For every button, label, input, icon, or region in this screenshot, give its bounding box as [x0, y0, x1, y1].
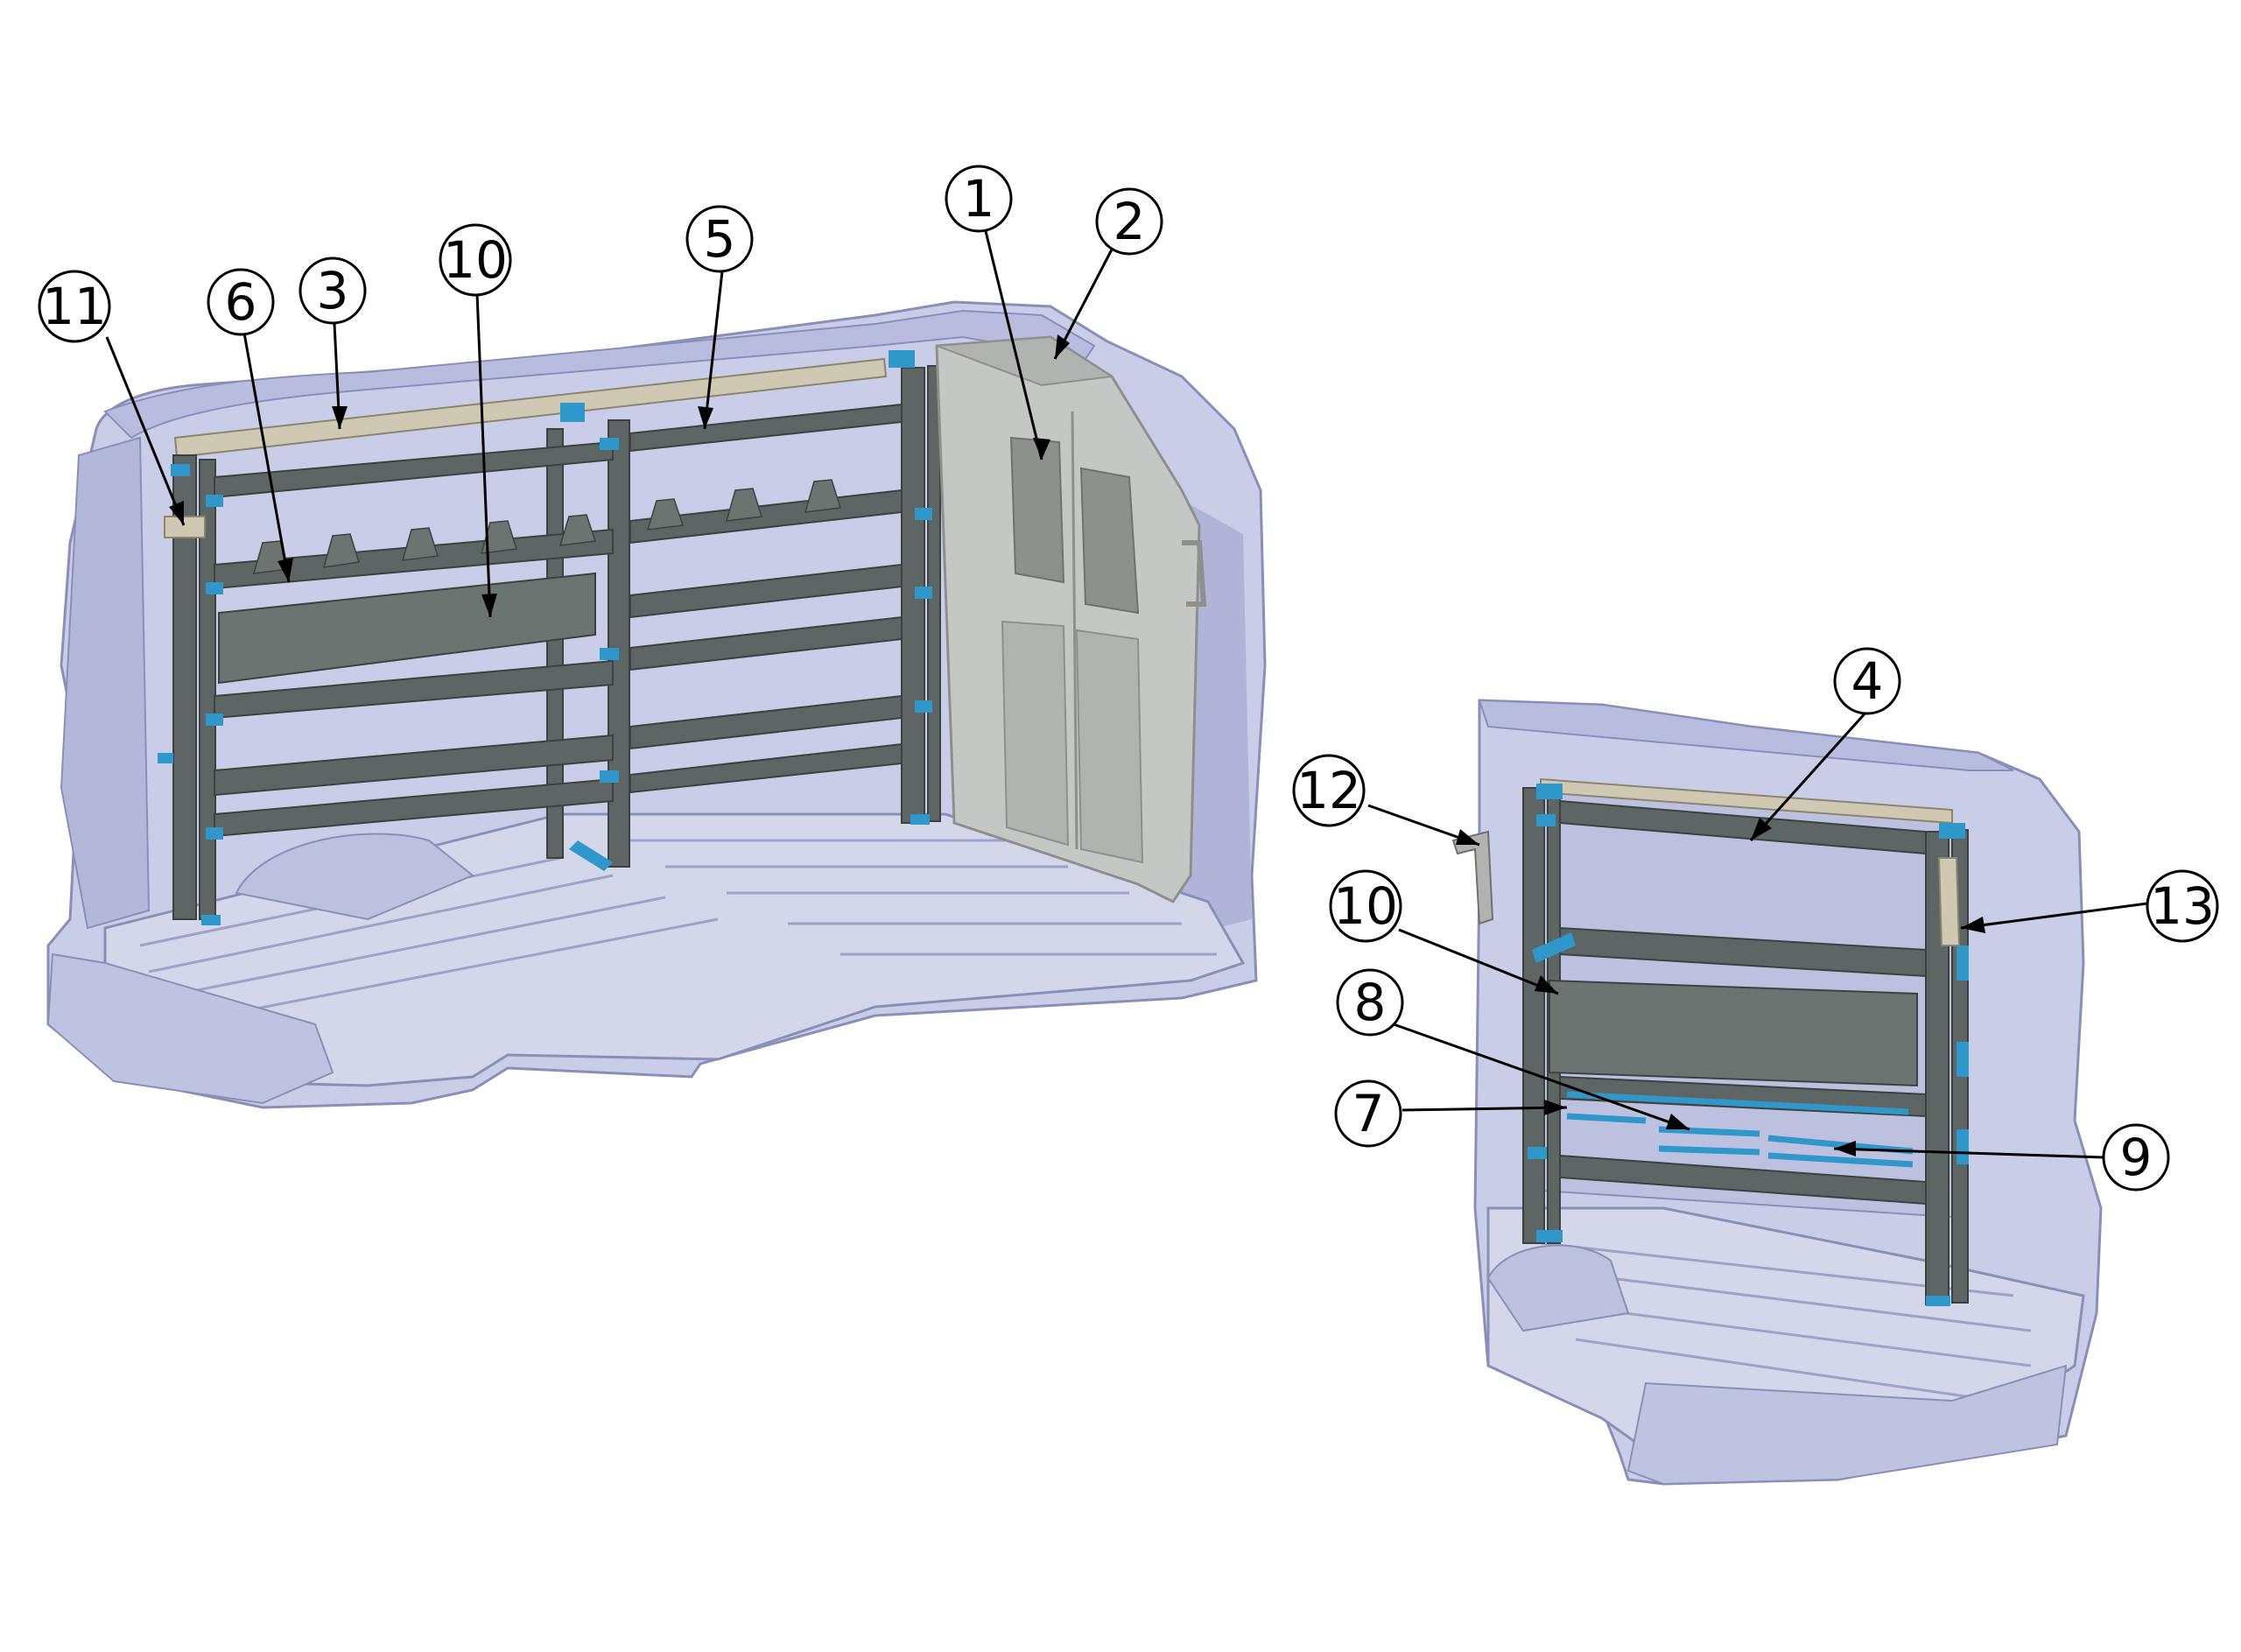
leader-6	[242, 327, 291, 583]
leader-10b	[1398, 928, 1559, 995]
leader-9	[1833, 1147, 2104, 1159]
callout-6-circle	[207, 268, 275, 336]
rear-bumper-left	[46, 953, 334, 1105]
bin-door-panel-left	[218, 572, 596, 685]
leader-7	[1402, 1106, 1568, 1112]
leader-5	[703, 271, 724, 430]
callout-10a-label: 10	[443, 230, 508, 290]
van-roof-right	[1478, 699, 2014, 771]
shelves-right-view	[1559, 799, 1927, 1206]
partition-seam	[1071, 411, 1078, 850]
callout-10b-circle	[1329, 869, 1402, 943]
partition-handle	[1182, 540, 1207, 607]
blue-brackets-right	[1528, 784, 1969, 1306]
partition-lower-panels	[1001, 620, 1144, 864]
callout-7-label: 7	[1352, 1084, 1385, 1143]
side-upright-part	[1937, 857, 1961, 946]
callout-1-circle	[945, 165, 1013, 233]
callout-5-label: 5	[704, 209, 736, 269]
bin-dividers-left	[252, 479, 841, 574]
wheel-well-left	[235, 833, 474, 921]
callout-12-label: 12	[1296, 761, 1361, 820]
leader-1	[983, 227, 1043, 460]
callout-8-label: 8	[1354, 973, 1387, 1032]
callout-labels: 1 2 3 5 6 10 11 4 12 13 10 8 7 9	[42, 169, 2215, 1187]
leader-11	[105, 336, 186, 526]
callout-11-circle	[38, 270, 111, 343]
leader-arrowheads	[169, 334, 1985, 1156]
callout-3-label: 3	[317, 261, 349, 320]
blue-brackets-left	[158, 350, 932, 925]
callout-13-label: 13	[2150, 876, 2215, 936]
leader-8	[1393, 1023, 1690, 1131]
left-pillar	[60, 436, 151, 930]
callout-11-label: 11	[42, 277, 107, 336]
callout-9-label: 9	[2120, 1128, 2153, 1187]
top-rail	[173, 357, 888, 459]
callout-3-circle	[299, 257, 367, 325]
callout-8-circle	[1336, 968, 1404, 1037]
leader-13	[1960, 902, 2148, 930]
rear-bumper-right	[1626, 1364, 2068, 1486]
rod-holders	[1566, 1091, 1914, 1168]
left-wall-shelving-view	[46, 300, 1267, 1109]
leader-4	[1749, 709, 1869, 842]
callout-13-circle	[2146, 869, 2219, 943]
leader-10a	[475, 292, 492, 618]
callout-6-label: 6	[225, 272, 257, 332]
callout-2-label: 2	[1113, 192, 1146, 251]
callout-12-circle	[1292, 754, 1366, 827]
rear-partition-view	[1451, 699, 2103, 1486]
latch-part	[1451, 830, 1494, 925]
callout-4-circle	[1833, 647, 1901, 715]
callout-5-circle	[685, 205, 754, 273]
callout-1-label: 1	[963, 169, 995, 228]
shelves-right-section	[629, 403, 903, 794]
callout-circles	[38, 165, 2219, 1192]
callout-2-circle	[1095, 187, 1163, 256]
partition-perforated-windows	[1009, 436, 1140, 615]
callout-10a-circle	[439, 223, 512, 297]
wheel-well-right	[1486, 1244, 1630, 1332]
end-bracket-part	[164, 516, 206, 538]
callout-7-circle	[1334, 1079, 1402, 1148]
callout-10b-label: 10	[1333, 876, 1398, 936]
callout-4-label: 4	[1851, 651, 1884, 711]
bin-door-panel-right	[1549, 979, 1918, 1087]
callout-9-circle	[2102, 1123, 2170, 1192]
van-roof	[103, 309, 1096, 439]
